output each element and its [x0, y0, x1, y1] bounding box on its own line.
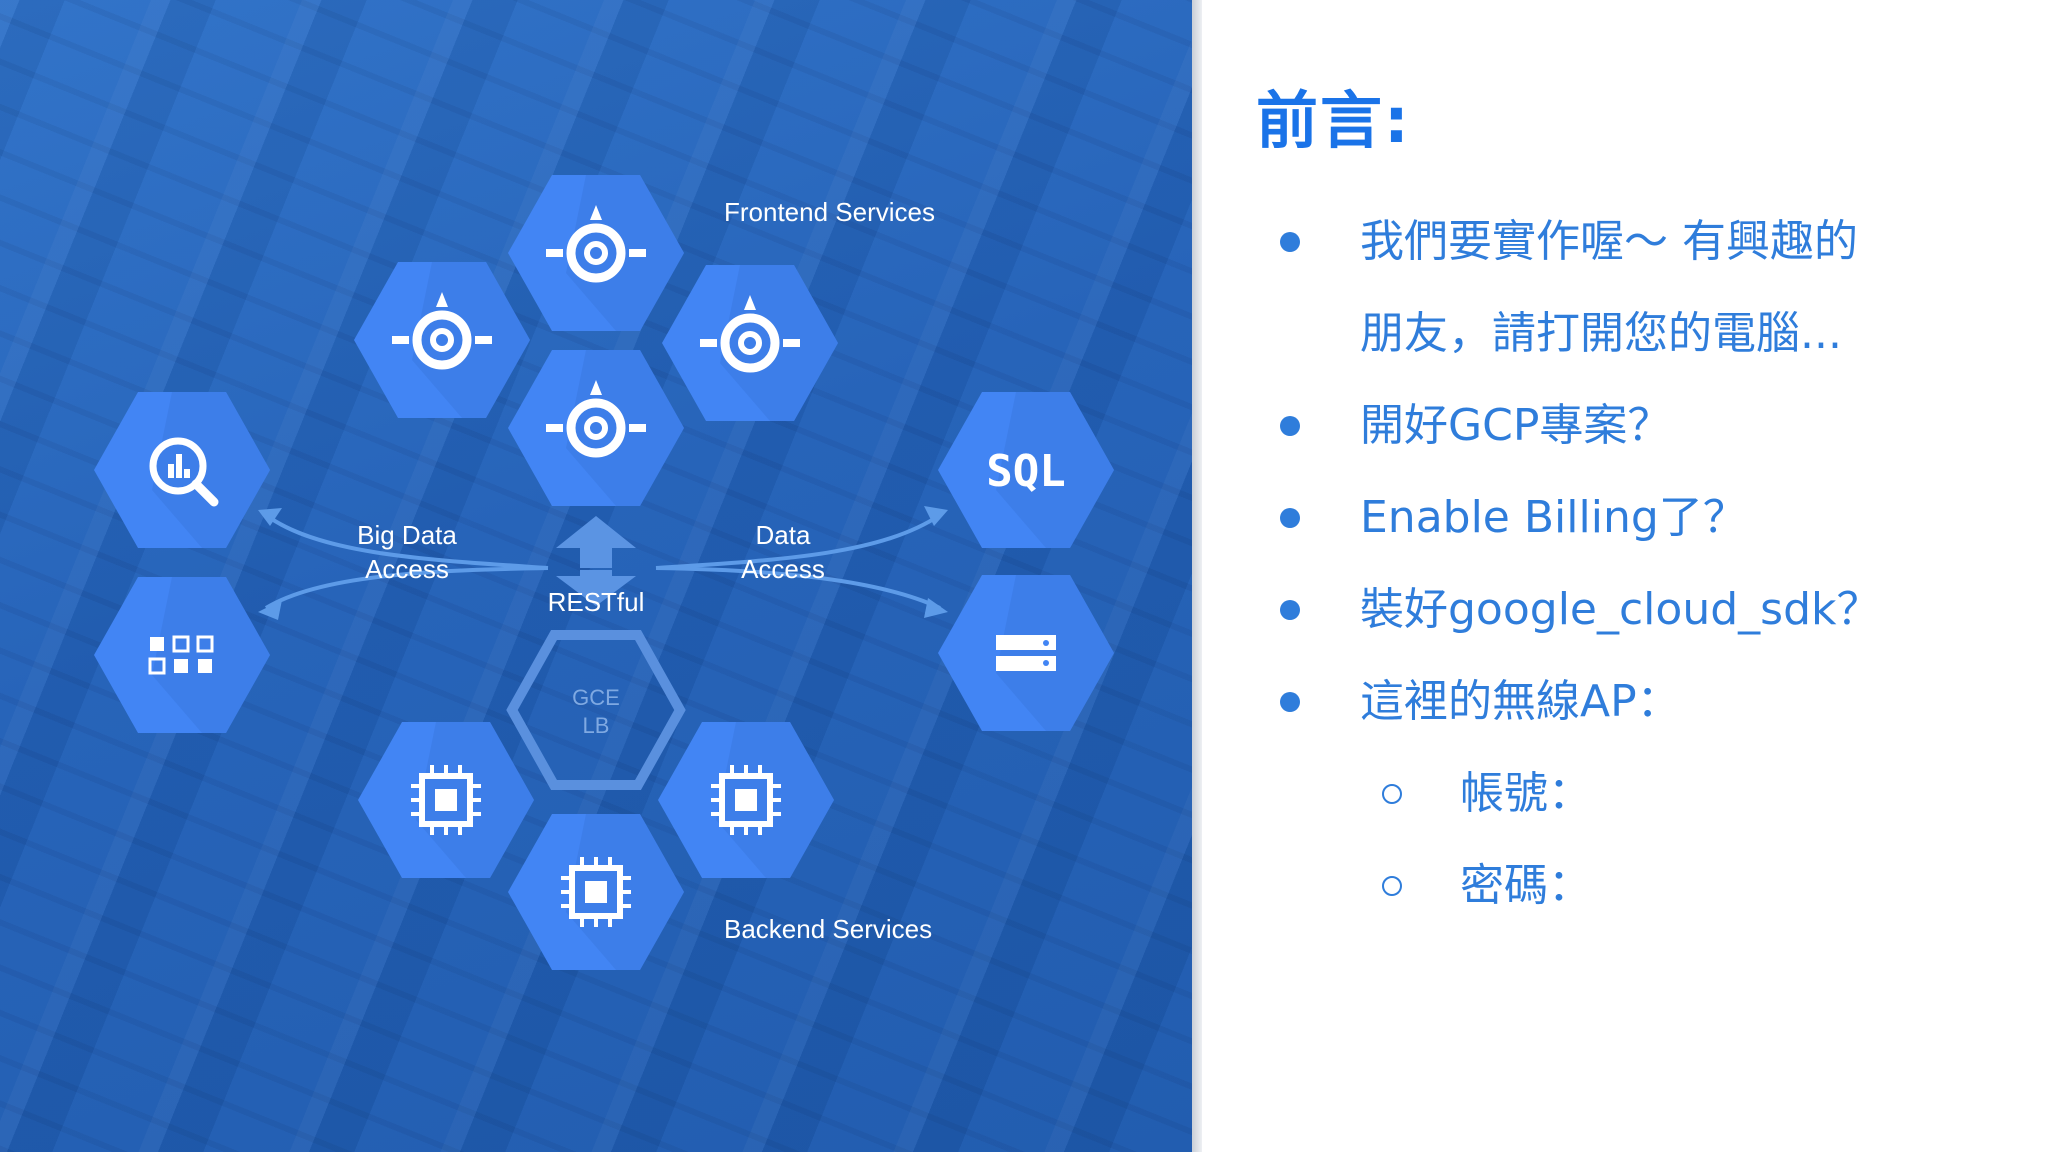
sql-hex: SQL	[938, 392, 1114, 548]
bullet-dot	[1280, 508, 1300, 528]
storage-hex	[938, 575, 1114, 731]
frontend-hex-right	[662, 265, 838, 421]
datalab-hex	[94, 577, 270, 733]
backend-hex-bottom	[508, 814, 684, 970]
sub-bullet-text: 密碼：	[1460, 840, 1592, 932]
compute-icon	[711, 765, 781, 835]
frontend-hex-bottom	[508, 350, 684, 506]
data-access-label-line2: Access	[741, 554, 825, 584]
bullet-dot	[1280, 692, 1300, 712]
backend-hex-left	[358, 722, 534, 878]
architecture-diagram: SQL GCE LB	[0, 0, 1192, 1152]
bullet-dot	[1280, 600, 1300, 620]
frontend-hex-left	[354, 262, 530, 418]
big-data-label-line1: Big Data	[357, 520, 457, 550]
sub-bullet-text: 帳號：	[1460, 748, 1592, 840]
bullet-text: 這裡的無線AP：	[1360, 656, 1681, 748]
bullet-text: 朋友，請打開您的電腦...	[1360, 288, 1842, 380]
bullet-text: Enable Billing了？	[1360, 472, 1747, 564]
sql-icon: SQL	[986, 446, 1065, 497]
frontend-hex-top	[508, 175, 684, 331]
bullet-text: 裝好google_cloud_sdk？	[1360, 564, 1880, 656]
compute-icon	[561, 857, 631, 927]
sub-bullet-circle	[1382, 876, 1402, 896]
bullet-text: 我們要實作喔～ 有興趣的	[1360, 196, 1858, 288]
backend-hex-right	[658, 722, 834, 878]
data-access-label-line1: Data	[756, 520, 811, 550]
compute-icon	[411, 765, 481, 835]
slide-title: 前言:	[1256, 70, 1411, 160]
bullet-dot	[1280, 232, 1300, 252]
frontend-services-label: Frontend Services	[724, 197, 935, 227]
backend-services-label: Backend Services	[724, 914, 932, 944]
gce-lb-hex: GCE LB	[512, 635, 680, 785]
restful-label: RESTful	[548, 587, 645, 617]
panel-divider	[1192, 0, 1202, 1152]
bullet-dot	[1280, 416, 1300, 436]
big-data-label-line2: Access	[365, 554, 449, 584]
bullet-text: 開好GCP專案？	[1360, 380, 1671, 472]
bigquery-hex	[94, 392, 270, 548]
gce-label: GCE	[572, 685, 620, 710]
sub-bullet-circle	[1382, 784, 1402, 804]
content-panel: 前言: 我們要實作喔～ 有興趣的 朋友，請打開您的電腦... 開好GCP專案？ …	[1202, 0, 2048, 1152]
lb-label: LB	[583, 713, 610, 738]
diagram-panel: SQL GCE LB	[0, 0, 1192, 1152]
